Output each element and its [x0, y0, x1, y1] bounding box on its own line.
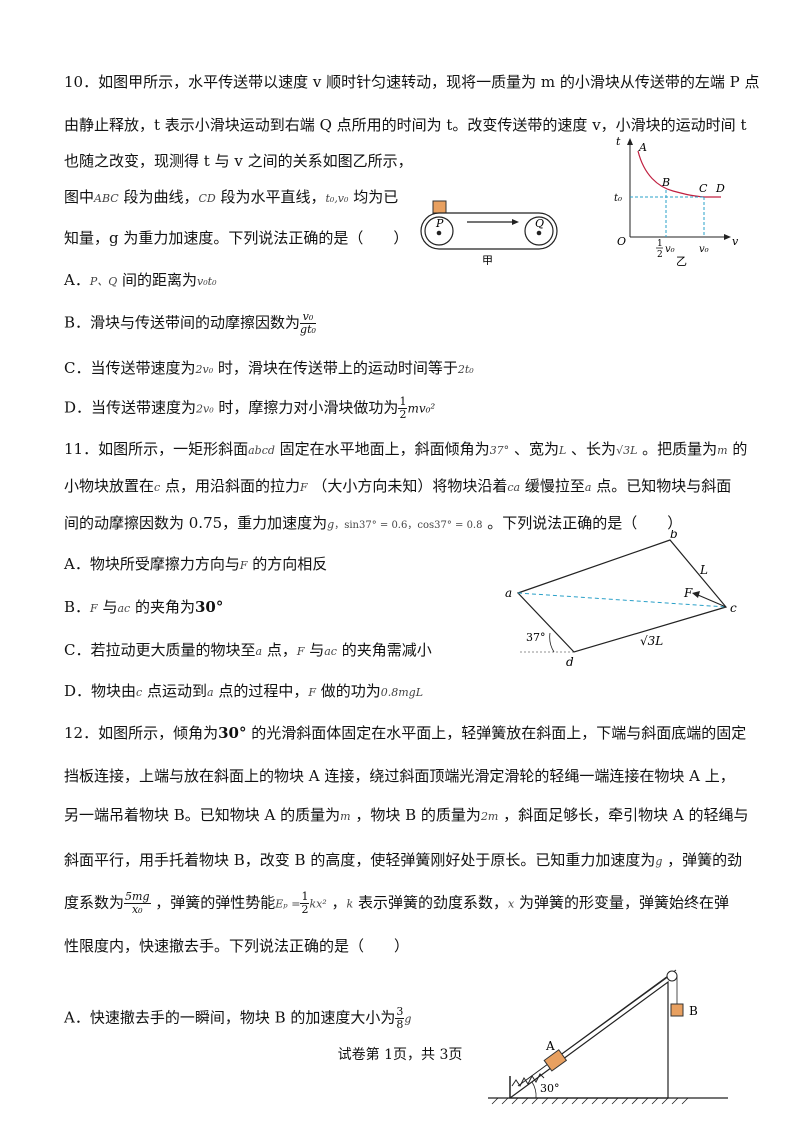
svg-text:d: d — [566, 655, 574, 669]
svg-text:t₀: t₀ — [614, 193, 622, 204]
svg-text:F: F — [683, 586, 693, 600]
label-q: Q — [535, 217, 544, 230]
svg-text:v₀: v₀ — [665, 244, 675, 255]
svg-text:a: a — [505, 586, 512, 600]
q12-line4: 斜面平行，用手托着物块 B，改变 B 的高度，使轻弹簧刚好处于原长。已知重力加速… — [64, 851, 743, 869]
svg-text:乙: 乙 — [676, 255, 687, 267]
q10-line4: 图中ABC 段为曲线，CD 段为水平直线，t₀,v₀ 均为已 — [64, 188, 399, 206]
figure-spring-incline: A B 30° — [488, 969, 728, 1105]
svg-text:v: v — [732, 235, 739, 248]
svg-text:1: 1 — [657, 239, 663, 249]
svg-text:v₀: v₀ — [699, 244, 709, 255]
svg-text:c: c — [730, 601, 737, 615]
q11-line1: 11．如图所示，一矩形斜面abcd 固定在水平地面上，斜面倾角为37° 、宽为L… — [64, 440, 748, 458]
rope-incline — [561, 973, 673, 1055]
block-a — [543, 1049, 568, 1072]
svg-text:D: D — [715, 182, 725, 195]
pulley-right — [524, 216, 554, 246]
page-footer: 试卷第 1页，共 3页 — [337, 1047, 463, 1063]
svg-text:C: C — [699, 182, 708, 195]
svg-text:A: A — [545, 1039, 555, 1053]
q10-line1: 10．如图甲所示，水平传送带以速度 v 顺时针匀速转动，现将一质量为 m 的小滑… — [64, 73, 760, 91]
pulley-left — [424, 216, 454, 246]
q11-line2: 小物块放置在c 点，用沿斜面的拉力F （大小方向未知）将物块沿着ca 缓慢拉至a… — [64, 477, 732, 495]
q10-line2: 由静止释放，t 表示小滑块运动到右端 Q 点所用的时间为 t。改变传送带的速度 … — [64, 116, 747, 134]
q11-line3: 间的动摩擦因数为 0.75，重力加速度为g，sin37° = 0.6，cos37… — [64, 514, 683, 532]
pulley — [666, 970, 678, 982]
curve-abc — [637, 150, 705, 198]
q11-option-a: A．物块所受摩擦力方向与F 的方向相反 — [64, 555, 328, 573]
plane-abcd — [516, 539, 728, 653]
q12-line1: 12．如图所示，倾角为30° 的光滑斜面体固定在水平面上，轻弹簧放在斜面上，下端… — [64, 724, 747, 742]
block-b — [670, 1003, 684, 1017]
q12-line6: 性限度内，快速撤去手。下列说法正确的是（ ） — [64, 937, 410, 955]
svg-text:2: 2 — [657, 250, 663, 260]
force-arrow — [697, 594, 727, 608]
q10-line3: 也随之改变，现测得 t 与 v 之间的关系如图乙所示， — [64, 152, 413, 170]
figure-t-v-graph: t v O A B C D t₀ v₀ 1 2 v₀ 乙 — [614, 135, 739, 267]
svg-text:√3L: √3L — [640, 634, 663, 648]
svg-text:b: b — [670, 530, 678, 541]
q11-option-c: C．若拉动更大质量的物块至a 点，F 与ac 的夹角需减小 — [64, 641, 432, 659]
caption-jia: 甲 — [482, 254, 493, 265]
slider-block — [432, 200, 447, 214]
q11-option-d: D．物块由c 点运动到a 点的过程中，F 做的功为0.8mgL — [64, 682, 424, 700]
q12-line3: 另一端吊着物块 B。已知物块 A 的质量为m ，物块 B 的质量为2m ，斜面足… — [64, 806, 749, 824]
svg-text:A: A — [638, 141, 647, 154]
q11-option-b: B．F 与ac 的夹角为30° — [64, 598, 224, 616]
q10-option-c: C．当传送带速度为2v₀ 时，滑块在传送带上的运动时间等于2t₀ — [64, 359, 474, 377]
incline-surface — [517, 969, 677, 1087]
q12-line2: 挡板连接，上端与放在斜面上的物块 A 连接，绕过斜面顶端光滑定滑轮的轻绳一端连接… — [64, 767, 735, 785]
svg-text:L: L — [699, 563, 708, 577]
incline-body — [508, 980, 669, 1099]
svg-text:B: B — [661, 176, 670, 189]
svg-text:B: B — [689, 1004, 698, 1018]
figure-conveyor-belt: P Q 甲 — [420, 200, 558, 265]
figure-inclined-plane: a b c d L F 37° √3L — [505, 530, 737, 669]
q10-option-a: A．P、Q 间的距离为v₀t₀ — [64, 271, 217, 289]
svg-text:30°: 30° — [540, 1082, 560, 1095]
q10-line5: 知量，g 为重力加速度。下列说法正确的是（ ） — [64, 229, 409, 247]
label-p: P — [435, 217, 444, 230]
svg-text:37°: 37° — [526, 631, 546, 644]
svg-text:t: t — [616, 135, 621, 148]
svg-text:O: O — [617, 235, 626, 248]
spring — [511, 1073, 545, 1087]
